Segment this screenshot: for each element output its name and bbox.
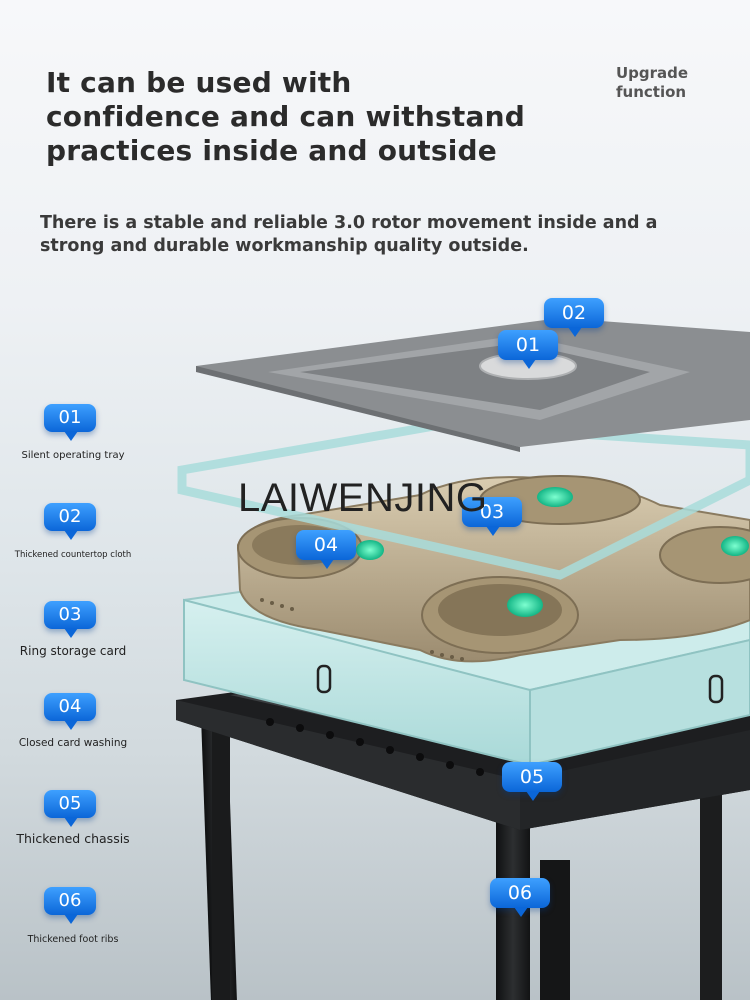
diagram-callout-03: 03 xyxy=(462,497,522,536)
table-legs xyxy=(200,700,722,1000)
upgrade-line-2: function xyxy=(616,83,687,101)
feature-label: Thickened chassis xyxy=(16,831,130,846)
feature-label: Thickened foot ribs xyxy=(27,934,119,945)
feature-label: Silent operating tray xyxy=(21,450,125,461)
top-tray xyxy=(196,318,750,452)
feature-number: 01 xyxy=(44,404,96,441)
diagram-callout-05: 05 xyxy=(502,762,562,801)
diagram-callout-04: 04 xyxy=(296,530,356,569)
diagram-callout-06: 06 xyxy=(490,878,550,917)
feature-number: 02 xyxy=(44,503,96,540)
diagram-callout-01: 01 xyxy=(498,330,558,369)
feature-label: Ring storage card xyxy=(19,644,127,658)
feature-number: 03 xyxy=(44,601,96,638)
headline-line-3: practices inside and outside xyxy=(46,134,497,167)
feature-number: 04 xyxy=(44,693,96,730)
watermark: LAIWENJING xyxy=(238,476,488,520)
headline-line-2: confidence and can withstand xyxy=(46,100,525,133)
feature-number: 06 xyxy=(44,887,96,924)
feature-label: Closed card washing xyxy=(18,737,128,749)
feature-label: Thickened countertop cloth xyxy=(14,550,132,560)
headline-line-1: It can be used with xyxy=(46,66,352,99)
upgrade-line-1: Upgrade xyxy=(616,64,689,82)
subtitle: There is a stable and reliable 3.0 rotor… xyxy=(40,212,658,258)
upgrade-function-tag: Upgrade function xyxy=(616,64,688,102)
diagram-callout-02: 02 xyxy=(544,298,604,337)
subtitle-line-2: strong and durable workmanship quality o… xyxy=(40,236,529,256)
feature-number: 05 xyxy=(44,790,96,827)
subtitle-line-1: There is a stable and reliable 3.0 rotor… xyxy=(40,213,658,233)
headline: It can be used with confidence and can w… xyxy=(46,66,525,168)
